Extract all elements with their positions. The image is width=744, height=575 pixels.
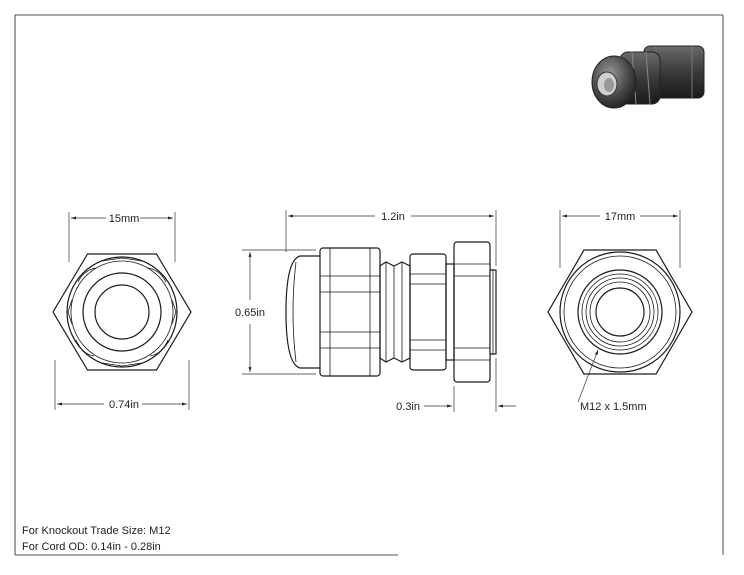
front-view: [52, 253, 192, 371]
side-thread-length-label: 0.3in: [396, 401, 420, 413]
back-view: [547, 249, 693, 375]
back-dimension-lines: [559, 210, 681, 403]
back-width-label: 17mm: [605, 211, 636, 223]
cable-gland-3d-thumbnail: [591, 45, 705, 109]
side-height-label: 0.65in: [235, 307, 265, 319]
front-dimension-lines: [54, 212, 190, 410]
front-width-bottom-label: 0.74in: [109, 399, 139, 411]
front-width-top-label: 15mm: [109, 213, 140, 225]
thread-spec-label: M12 x 1.5mm: [580, 401, 647, 413]
side-length-label: 1.2in: [381, 211, 405, 223]
cord-od-note: For Cord OD: 0.14in - 0.28in: [22, 541, 161, 553]
side-view: [285, 241, 497, 383]
knockout-size-note: For Knockout Trade Size: M12: [22, 525, 171, 537]
side-dimension-lines: [242, 210, 516, 412]
drawing-border: [14, 14, 724, 556]
